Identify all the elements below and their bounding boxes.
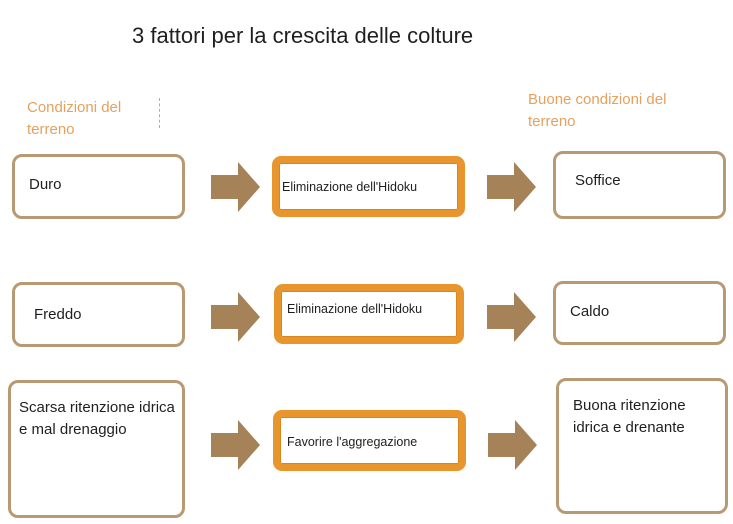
row-2-action-box: Eliminazione dell'Hidoku [274,284,464,344]
arrow-right-icon [487,292,536,342]
row-3-action-box: Favorire l'aggregazione [273,410,466,471]
row-2-condition-text: Freddo [34,306,82,323]
arrow-right-icon [211,420,260,470]
header-good-soil-conditions: Buone condizioni del terreno [528,91,667,130]
row-3-result-box: Buona ritenzione idrica e drenante [556,378,728,514]
diagram-title: 3 fattori per la crescita delle colture [132,23,474,48]
row-3-condition-text: Scarsa ritenzione idrica e mal drenaggio [19,399,175,438]
row-2-result-text: Caldo [570,303,610,320]
row-3-result-text: Buona ritenzione idrica e drenante [573,397,686,436]
dashed-divider [159,98,160,128]
row-1-condition-text: Duro [29,176,62,193]
arrow-right-icon [211,292,260,342]
row-2-result-box: Caldo [553,281,726,345]
row-1-condition-box: Duro [12,154,185,219]
row-3-condition-box: Scarsa ritenzione idrica e mal drenaggio [8,380,185,518]
row-1-result-text: Soffice [575,172,621,189]
row-2-condition-box: Freddo [12,282,185,347]
row-3-action-text: Favorire l'aggregazione [287,435,418,449]
row-1-result-box: Soffice [553,151,726,219]
row-1-action-box: Eliminazione dell'Hidoku [272,156,465,217]
row-2-action-text: Eliminazione dell'Hidoku [287,302,423,316]
arrow-right-icon [488,420,537,470]
arrow-right-icon [211,162,260,212]
arrow-right-icon [487,162,536,212]
header-soil-conditions: Condizioni del terreno [27,99,122,138]
row-1-action-text: Eliminazione dell'Hidoku [282,180,418,194]
